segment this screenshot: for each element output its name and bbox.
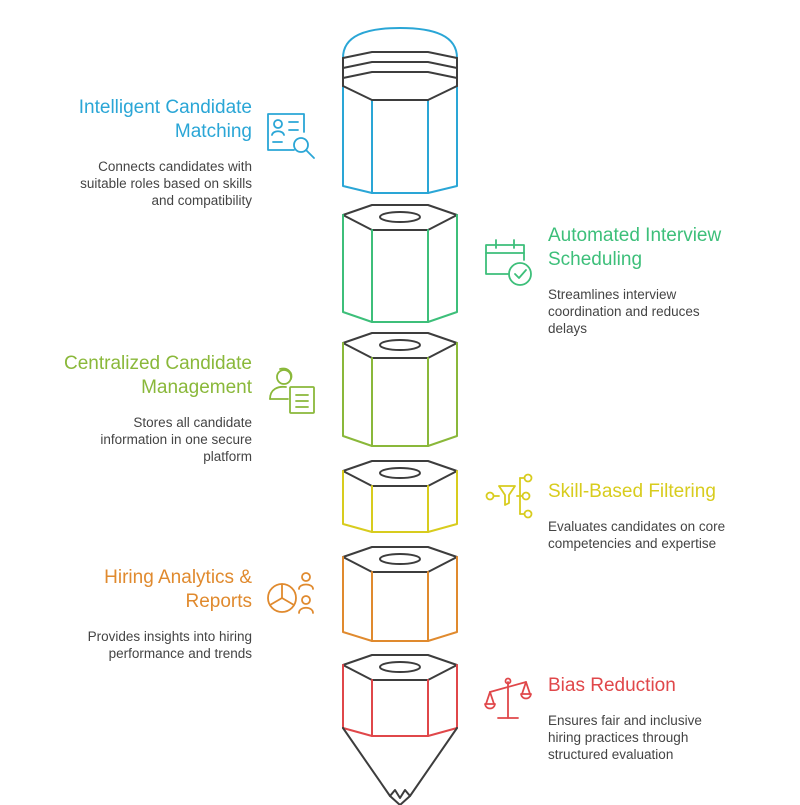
segment-centralized-candidate-management bbox=[342, 332, 458, 447]
desc-line: suitable roles based on skills bbox=[80, 176, 252, 191]
segment-intelligent-candidate-matching bbox=[342, 27, 458, 194]
desc-line: coordination and reduces bbox=[548, 304, 700, 319]
feature-title: Skill-Based Filtering bbox=[548, 480, 788, 504]
feature-description: Stores all candidate information in one … bbox=[12, 414, 252, 465]
feature-title: Centralized Candidate Management bbox=[12, 352, 252, 400]
feature-bias-reduction: Bias Reduction Ensures fair and inclusiv… bbox=[548, 674, 788, 763]
desc-line: performance and trends bbox=[108, 646, 252, 661]
segment-hiring-analytics-reports bbox=[342, 546, 458, 642]
title-line: Centralized Candidate bbox=[63, 353, 252, 374]
segment-skill-based-filtering bbox=[342, 460, 458, 533]
funnel-filter-icon bbox=[485, 473, 533, 519]
feature-skill-based-filtering: Skill-Based Filtering Evaluates candidat… bbox=[548, 480, 788, 552]
balance-scale-icon bbox=[484, 677, 532, 719]
desc-line: and compatibility bbox=[151, 193, 252, 208]
desc-line: information in one secure bbox=[100, 432, 252, 447]
desc-line: Provides insights into hiring bbox=[87, 629, 252, 644]
feature-title: Bias Reduction bbox=[548, 674, 788, 698]
feature-description: Evaluates candidates on core competencie… bbox=[548, 518, 788, 552]
feature-hiring-analytics-reports: Hiring Analytics & Reports Provides insi… bbox=[12, 566, 252, 662]
feature-title: Intelligent Candidate Matching bbox=[12, 96, 252, 144]
feature-intelligent-candidate-matching: Intelligent Candidate Matching Connects … bbox=[12, 96, 252, 209]
title-line: Skill-Based Filtering bbox=[548, 481, 716, 502]
desc-line: competencies and expertise bbox=[548, 536, 717, 551]
title-line: Automated Interview bbox=[548, 225, 722, 246]
title-line: Reports bbox=[185, 591, 252, 612]
title-line: Bias Reduction bbox=[548, 675, 676, 696]
desc-line: hiring practices through bbox=[548, 730, 689, 745]
title-line: Hiring Analytics & bbox=[104, 567, 252, 588]
feature-centralized-candidate-management: Centralized Candidate Management Stores … bbox=[12, 352, 252, 465]
title-line: Management bbox=[141, 377, 252, 398]
title-line: Intelligent Candidate bbox=[78, 97, 252, 118]
desc-line: Stores all candidate bbox=[133, 415, 252, 430]
pie-chart-people-icon bbox=[267, 572, 314, 614]
pencil-tip bbox=[342, 727, 458, 805]
feature-description: Connects candidates with suitable roles … bbox=[12, 158, 252, 209]
desc-line: Streamlines interview bbox=[548, 287, 677, 302]
feature-title: Automated Interview Scheduling bbox=[548, 224, 788, 272]
person-document-icon bbox=[269, 367, 315, 414]
desc-line: Ensures fair and inclusive bbox=[548, 713, 702, 728]
segment-bias-reduction bbox=[342, 654, 458, 737]
desc-line: platform bbox=[203, 449, 252, 464]
feature-automated-interview-scheduling: Automated Interview Scheduling Streamlin… bbox=[548, 224, 788, 337]
desc-line: Evaluates candidates on core bbox=[548, 519, 726, 534]
title-line: Scheduling bbox=[548, 249, 643, 270]
calendar-check-icon bbox=[485, 239, 532, 286]
feature-description: Streamlines interview coordination and r… bbox=[548, 286, 788, 337]
feature-description: Ensures fair and inclusive hiring practi… bbox=[548, 712, 788, 763]
desc-line: delays bbox=[548, 321, 588, 336]
desc-line: structured evaluation bbox=[548, 747, 674, 762]
feature-description: Provides insights into hiring performanc… bbox=[12, 628, 252, 662]
desc-line: Connects candidates with bbox=[98, 159, 252, 174]
segment-automated-interview-scheduling bbox=[342, 204, 458, 323]
feature-title: Hiring Analytics & Reports bbox=[12, 566, 252, 614]
title-line: Matching bbox=[174, 121, 252, 142]
candidate-search-icon bbox=[267, 113, 315, 159]
